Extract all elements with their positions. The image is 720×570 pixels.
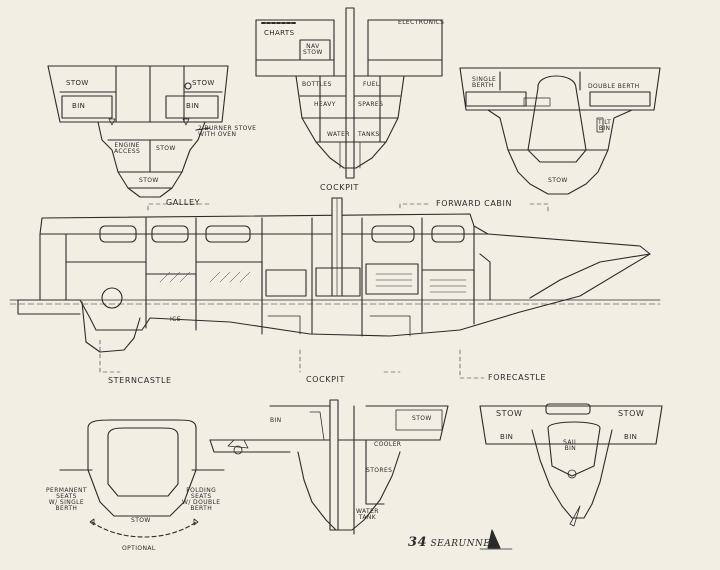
label-permanent-seats: PERMANENT SEATS W/ SINGLE BERTH — [46, 487, 87, 512]
label-charts: CHARTS — [264, 29, 295, 37]
label-water-tank: WATER TANK — [356, 508, 379, 521]
label-forecastle-stow-left: STOW — [496, 409, 523, 418]
label-tilt-bin: TILT BIN — [598, 119, 612, 132]
label-stores: STORES — [366, 467, 393, 474]
forward-cabin-section-view — [459, 67, 661, 195]
label-stern-stow: STOW — [131, 517, 151, 524]
label-cockpit-bin: BIN — [270, 417, 282, 424]
label-galley-stow-bottom: STOW — [139, 177, 159, 184]
label-sterncastle: STERNCASTLE — [108, 376, 172, 385]
label-spares: SPARES — [358, 101, 384, 108]
label-forecastle-bin-right: BIN — [624, 433, 638, 441]
label-sail-bin: SAIL BIN — [563, 439, 578, 452]
label-heavy: HEAVY — [314, 101, 336, 108]
label-forecastle-bin-left: BIN — [500, 433, 514, 441]
cockpit-section-view — [209, 399, 449, 535]
label-forward-cabin-stow: STOW — [548, 177, 568, 184]
label-stove: 2 BURNER STOVE WITH OVEN — [198, 125, 257, 138]
forecastle-section-view — [479, 403, 663, 527]
label-optional: OPTIONAL — [122, 545, 156, 552]
label-cockpit-top: COCKPIT — [320, 183, 359, 192]
label-galley-stow-left: STOW — [66, 79, 89, 87]
label-cockpit-bottom: COCKPIT — [306, 375, 345, 384]
drawing-title: 34 SEARUNNER — [408, 536, 498, 549]
label-cooler: COOLER — [374, 441, 402, 448]
label-galley-bin-left: BIN — [72, 102, 86, 110]
hull-profile-view — [9, 197, 661, 379]
label-bottles: BOTTLES — [302, 81, 332, 88]
label-galley: GALLEY — [166, 198, 201, 207]
label-forward-cabin: FORWARD CABIN — [436, 199, 513, 208]
title-number: 34 — [408, 535, 428, 550]
label-double-berth: DOUBLE BERTH — [588, 83, 640, 90]
galley-section-view — [47, 65, 229, 198]
label-single-berth: SINGLE BERTH — [472, 76, 497, 89]
label-cockpit-stow: STOW — [412, 415, 432, 422]
label-forecastle: FORECASTLE — [488, 373, 547, 382]
label-galley-stow-low: STOW — [156, 145, 176, 152]
label-ice: ICE — [170, 316, 181, 323]
label-nav-stow: NAV STOW — [303, 43, 323, 56]
label-forecastle-stow-right: STOW — [618, 409, 645, 418]
label-engine-access: ENGINE ACCESS — [114, 142, 141, 155]
nav-section-view — [255, 7, 443, 179]
label-fuel: FUEL — [363, 81, 380, 88]
sterncastle-section-view — [59, 419, 225, 538]
label-water: WATER — [327, 131, 350, 138]
label-galley-bin-right: BIN — [186, 102, 200, 110]
label-galley-stow-right: STOW — [192, 79, 215, 87]
label-tanks: TANKS — [358, 131, 380, 138]
label-electronics: ELECTRONICS — [398, 19, 445, 26]
title-sail-mark — [479, 529, 513, 550]
title-name: SEARUNNER — [430, 539, 498, 549]
label-folding-seats: FOLDING SEATS W/ DOUBLE BERTH — [182, 487, 221, 512]
